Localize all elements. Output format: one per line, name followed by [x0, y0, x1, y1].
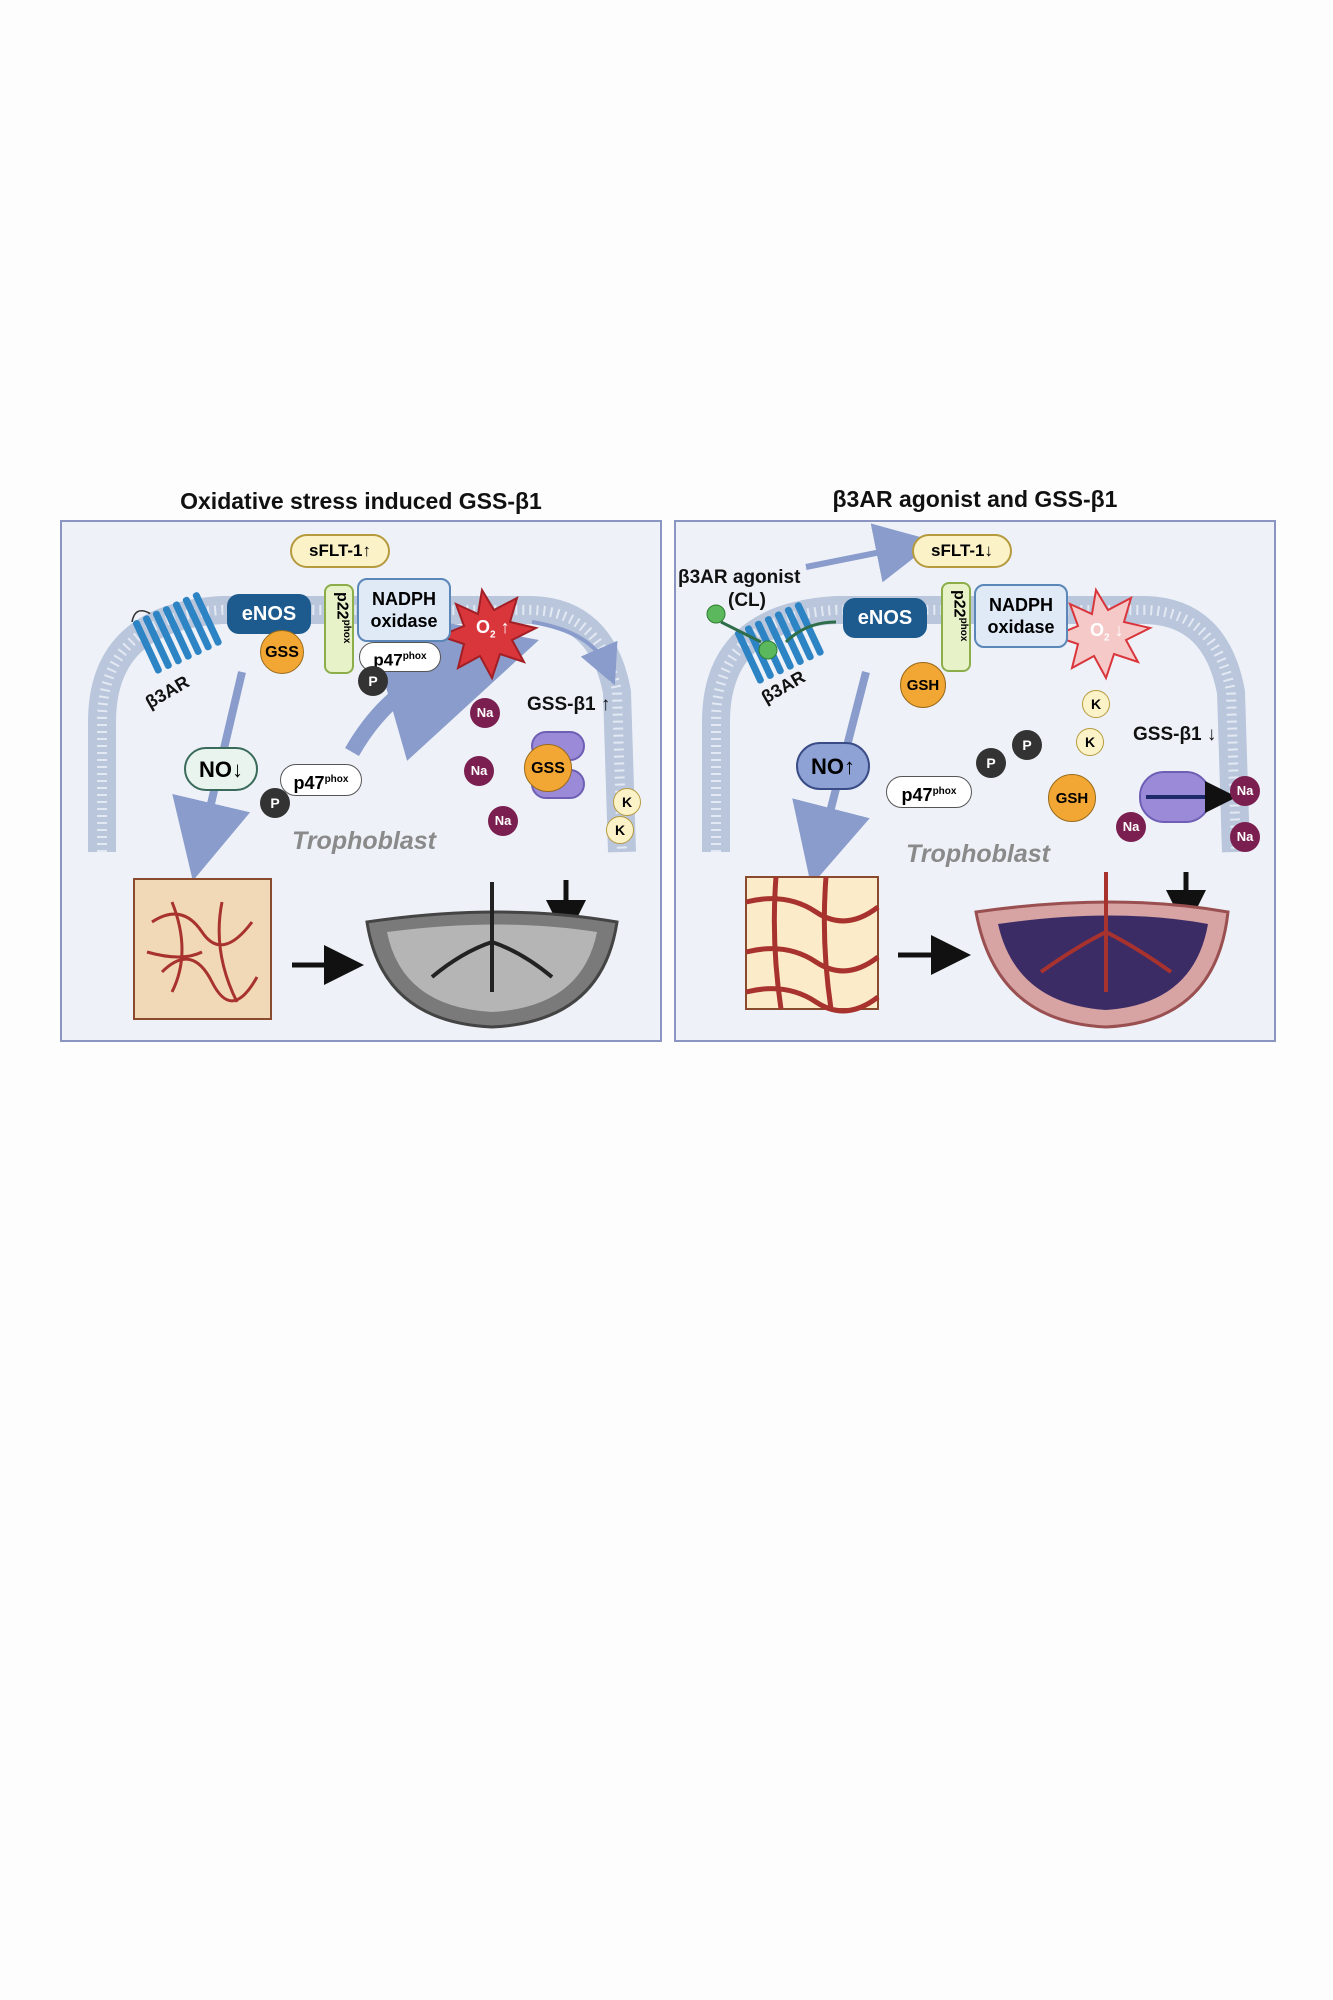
p22-phox-label: phox [958, 617, 969, 642]
gss-beta1-label: GSS-β1 ↑ [527, 694, 611, 715]
gsh-badge: GSH [1048, 774, 1096, 822]
sodium-ion: Na [1230, 822, 1260, 852]
sodium-ion: Na [1116, 812, 1146, 842]
trophoblast-label: Trophoblast [906, 840, 1050, 868]
right-panel-graphics [702, 523, 1250, 1029]
agonist-label: β3AR agonist [678, 567, 801, 588]
left-panel-title: Oxidative stress induced GSS-β1 [180, 488, 542, 514]
no-direction: ↑ [844, 754, 855, 779]
agonist-molecule-icon [758, 640, 778, 660]
phospho-badge: P [1012, 730, 1042, 760]
agonist-to-sflt-arrow [805, 523, 936, 583]
sodium-ion: Na [488, 806, 518, 836]
nadph-oxidase-badge: NADPH oxidase [357, 578, 451, 642]
left-panel-graphics [88, 587, 636, 1029]
gss-channel-badge: GSS [524, 744, 572, 792]
superoxide-burst-icon [437, 587, 539, 681]
superoxide-label: O2 ↑ [476, 617, 510, 641]
agonist-cl-label: (CL) [728, 590, 766, 611]
no-badge: NO↓ [184, 747, 258, 791]
no-direction: ↓ [232, 757, 243, 782]
gss-beta1-label: GSS-β1 ↓ [1133, 724, 1217, 745]
p22phox-badge: p22phox [324, 584, 354, 674]
agonist-molecule-icon [706, 604, 726, 624]
p22-label: p22 [950, 590, 968, 618]
no-label: NO [811, 754, 844, 779]
phospho-badge: P [976, 748, 1006, 778]
p22phox-badge: p22phox [941, 582, 971, 672]
right-panel: sFLT-1↓ β3AR agonist (CL) eNOS GSH p22ph… [674, 520, 1276, 1042]
nadph-oxidase-badge: NADPH oxidase [974, 584, 1068, 648]
phospho-free-badge: P [260, 788, 290, 818]
p47phox-free-badge: p47phox [280, 764, 362, 796]
sflt1-label: sFLT-1 [930, 541, 985, 560]
placenta-healthy-icon [974, 872, 1230, 1029]
sflt1-label: sFLT-1 [308, 541, 363, 560]
p22-phox-label: phox [341, 619, 352, 644]
enos-badge: eNOS [843, 598, 927, 638]
sflt1-badge: sFLT-1↑ [290, 534, 390, 568]
trophoblast-label: Trophoblast [292, 827, 436, 855]
potassium-ion: K [1082, 690, 1110, 718]
p47-phox-label: phox [932, 786, 957, 797]
p47-to-o2-arrow [345, 607, 539, 761]
nadph-label: NADPH [988, 595, 1053, 615]
enos-badge: eNOS [227, 594, 311, 634]
p47phox-bound-badge: p47phox [359, 642, 441, 672]
gss-beta1-channel-icon [1139, 771, 1237, 823]
sflt1-direction: ↓ [984, 541, 994, 560]
sodium-ion: Na [1230, 776, 1260, 806]
oxidase-label: oxidase [987, 617, 1055, 637]
p47-bound-phox-label: phox [402, 651, 427, 662]
no-label: NO [199, 757, 232, 782]
sodium-ion: Na [470, 698, 500, 728]
oxidase-label: oxidase [370, 611, 438, 631]
vascular-network-sparse [133, 878, 272, 1020]
sodium-ion: Na [464, 756, 494, 786]
potassium-ion: K [1076, 728, 1104, 756]
p47-free-phox-label: phox [324, 774, 349, 785]
p22-label: p22 [333, 592, 351, 620]
right-panel-title: β3AR agonist and GSS-β1 [832, 486, 1118, 512]
nadph-label: NADPH [371, 589, 436, 609]
p47-free-label: p47 [293, 773, 325, 793]
b3ar-receptor-icon [131, 592, 222, 674]
agonist-to-receptor-arrow [720, 620, 762, 644]
phospho-bound-badge: P [358, 666, 388, 696]
sflt1-direction: ↑ [362, 541, 372, 560]
receptor-to-enos-arrow [784, 620, 837, 644]
o2-to-gss-arrow [531, 620, 618, 686]
superoxide-label: O2 ↓ [1090, 620, 1124, 644]
gsh-badge: GSH [900, 662, 946, 708]
sflt1-badge: sFLT-1↓ [912, 534, 1012, 568]
gss-bound-badge: GSS [260, 630, 304, 674]
placenta-hypoperfused-icon [365, 882, 619, 1029]
p47-label: p47 [901, 785, 933, 805]
left-panel: sFLT-1↑ eNOS GSS p22phox NADPH oxidase p… [60, 520, 662, 1042]
p47phox-badge: p47phox [886, 776, 972, 808]
potassium-ion: K [606, 816, 634, 844]
p47-bound-label: p47 [373, 650, 403, 670]
no-badge: NO↑ [796, 742, 870, 790]
superoxide-low-burst-icon [1051, 587, 1153, 681]
potassium-ion: K [613, 788, 641, 816]
